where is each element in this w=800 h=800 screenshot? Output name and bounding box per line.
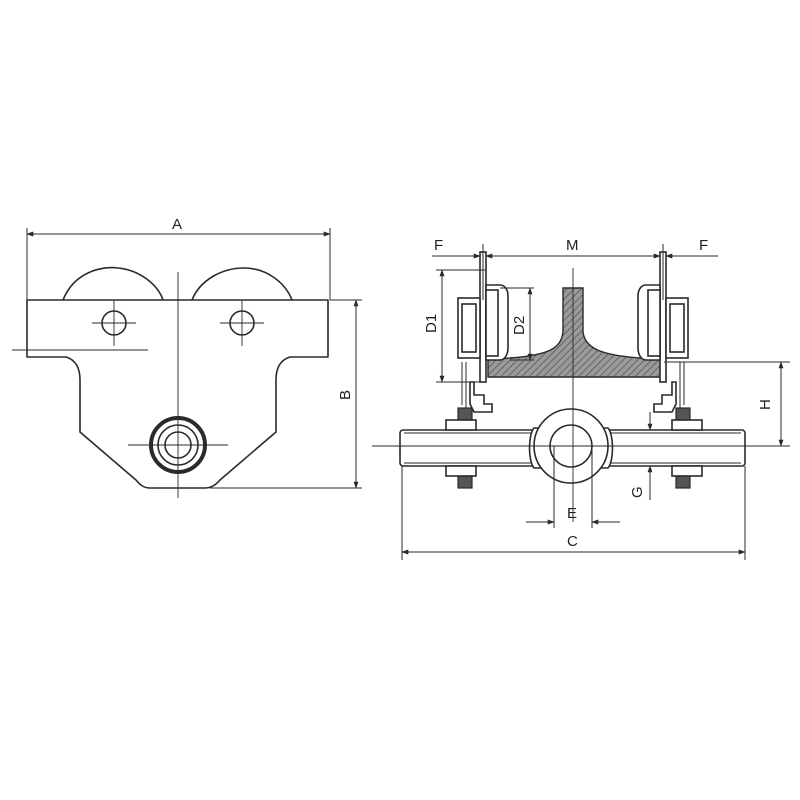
side-view: A B [12, 216, 362, 498]
dim-label-c: C [567, 533, 578, 550]
dim-label-f-left: F [434, 237, 443, 254]
dim-label-f-right: F [699, 237, 708, 254]
left-wheel [62, 266, 164, 301]
front-view: M F F D1 D2 H G E C [372, 237, 790, 560]
dim-label-g: G [629, 486, 646, 498]
dim-label-m: M [566, 237, 579, 254]
side-plate [26, 299, 329, 489]
dim-label-d1: D1 [423, 314, 440, 333]
dim-label-b: B [337, 390, 354, 400]
dim-label-h: H [757, 399, 774, 410]
right-wheel [191, 267, 293, 301]
dim-label-e: E [567, 505, 577, 522]
dim-label-a: A [172, 216, 182, 233]
dim-label-d2: D2 [511, 316, 528, 335]
